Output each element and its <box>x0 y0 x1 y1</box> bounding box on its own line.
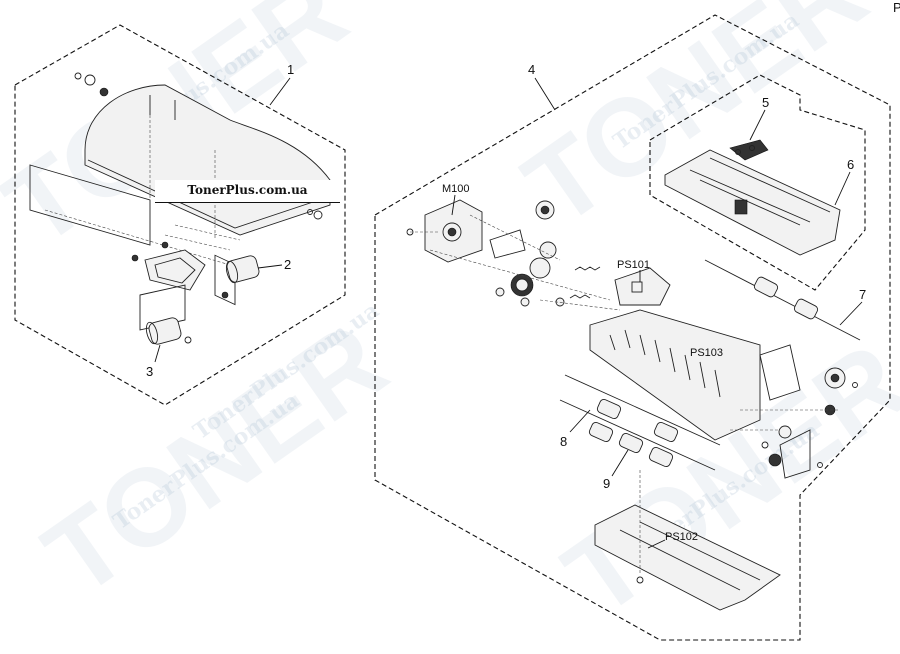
sensor-ps101 <box>614 267 671 306</box>
drive-gear-train <box>429 200 621 311</box>
roller-shaft-part-9 <box>588 398 679 468</box>
label-ps103: PS103 <box>690 347 723 359</box>
pickup-roller-part-2 <box>225 255 260 284</box>
leader-1 <box>269 77 291 106</box>
leader-9 <box>611 449 629 477</box>
leader-7 <box>839 301 863 326</box>
callout-9: 9 <box>603 476 610 491</box>
site-label: TonerPlus.com.ua <box>187 183 308 197</box>
guide-part-5 <box>729 139 769 161</box>
leader-8 <box>569 409 591 433</box>
leader-4 <box>534 77 556 111</box>
leader-6 <box>834 171 851 206</box>
guide-tray-part-6 <box>664 149 841 256</box>
callout-8: 8 <box>560 434 567 449</box>
callout-2: 2 <box>284 257 291 272</box>
callout-3: 3 <box>146 364 153 379</box>
side-panel <box>29 164 151 246</box>
side-rod <box>44 209 231 266</box>
motor-m100 <box>406 199 483 263</box>
callout-1: 1 <box>287 62 294 77</box>
callout-6: 6 <box>847 157 854 172</box>
roller-shaft-part-8 <box>559 374 721 471</box>
site-label-box: TonerPlus.com.ua <box>155 180 340 203</box>
callout-4: 4 <box>528 62 535 77</box>
leader-5 <box>749 109 766 141</box>
lower-guide-tray <box>594 470 781 611</box>
label-ps101: PS101 <box>617 259 650 271</box>
feed-roller-part-3 <box>139 284 192 345</box>
label-m100: M100 <box>442 183 470 195</box>
leader-3 <box>154 344 161 363</box>
corner-mark: P <box>893 0 900 15</box>
group-4-outline <box>374 14 891 641</box>
separation-pad-assembly <box>131 224 241 299</box>
transport-frame <box>589 309 858 479</box>
group-1-outline <box>14 24 346 406</box>
label-ps102: PS102 <box>665 531 698 543</box>
roller-shaft-part-7 <box>704 259 861 341</box>
leader-2 <box>257 264 283 269</box>
callout-7: 7 <box>859 287 866 302</box>
callout-5: 5 <box>762 95 769 110</box>
group-6-outline <box>649 74 866 291</box>
leader-ps102 <box>647 539 666 549</box>
leader-m100 <box>451 194 456 216</box>
